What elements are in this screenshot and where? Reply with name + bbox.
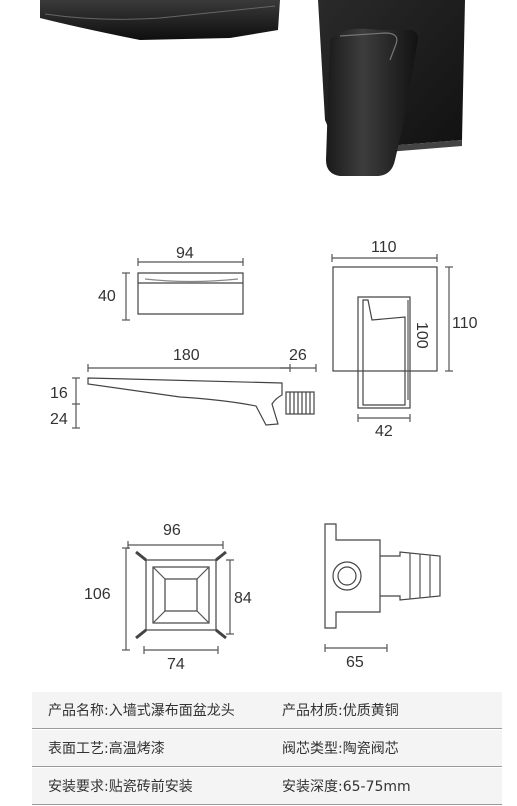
product-photo (40, 0, 465, 176)
spout-photo (40, 0, 280, 40)
valve-plate-front-view (331, 254, 453, 422)
spec-row: 表面工艺:高温烤漆 阀芯类型:陶瓷阀芯 (32, 730, 502, 767)
valve-box-front-view (122, 541, 234, 654)
spout-drop-label: 24 (50, 411, 68, 428)
valve-depth-label: 65 (346, 654, 364, 671)
spec-product-name: 产品名称:入墙式瀑布面盆龙头 (48, 703, 235, 719)
valve-box-width-label: 96 (163, 522, 181, 539)
spout-top-view (122, 258, 244, 321)
spout-length-label: 180 (173, 347, 200, 364)
valve-box-side-view (324, 523, 441, 652)
dimension-diagram: 94 40 110 110 100 42 180 26 16 24 96 106… (50, 239, 478, 673)
spout-side-view (72, 364, 317, 429)
spout-thickness-label: 16 (50, 385, 68, 402)
handle-photo (326, 28, 418, 176)
spout-top-height-label: 40 (98, 288, 116, 305)
valve-inner-height-label: 84 (234, 590, 252, 607)
spout-connector-label: 26 (289, 347, 307, 364)
handle-height-label: 100 (413, 322, 430, 349)
panel-height-label: 110 (452, 315, 478, 332)
spec-install-depth: 安装深度:65-75mm (282, 779, 411, 795)
spec-material: 产品材质:优质黄铜 (282, 703, 399, 719)
handle-width-label: 42 (375, 423, 393, 440)
spec-valve-type: 阀芯类型:陶瓷阀芯 (282, 741, 399, 757)
valve-box-height-label: 106 (84, 586, 111, 603)
spout-top-width-label: 94 (176, 245, 194, 262)
spec-row: 安装要求:贴瓷砖前安装 安装深度:65-75mm (32, 768, 502, 805)
valve-inner-width-label: 74 (167, 656, 185, 673)
spec-install-requirement: 安装要求:贴瓷砖前安装 (48, 779, 193, 795)
spec-surface-finish: 表面工艺:高温烤漆 (48, 741, 165, 757)
panel-width-label: 110 (371, 239, 397, 256)
spec-row: 产品名称:入墙式瀑布面盆龙头 产品材质:优质黄铜 (32, 692, 502, 729)
spec-table: 产品名称:入墙式瀑布面盆龙头 产品材质:优质黄铜 表面工艺:高温烤漆 阀芯类型:… (32, 692, 502, 806)
